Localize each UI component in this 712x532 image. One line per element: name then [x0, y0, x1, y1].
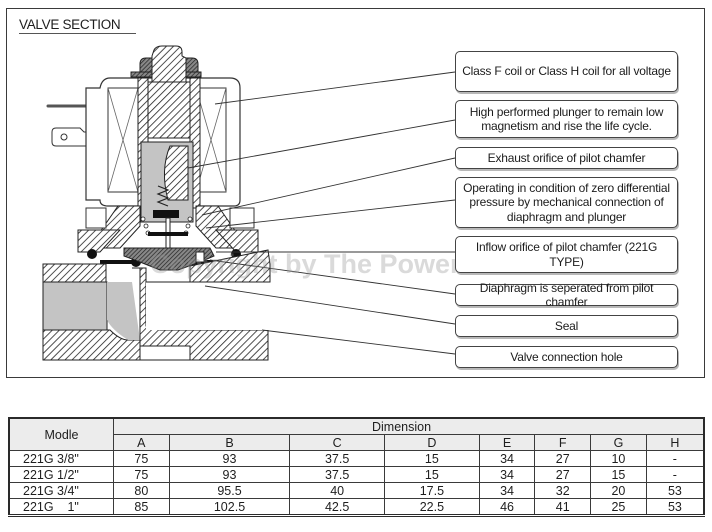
cell-a: 80 — [113, 482, 170, 499]
callout-diaphragm: Diaphragm is seperated from pilot chamfe… — [455, 281, 678, 309]
valve-cross-section-diagram — [42, 45, 456, 361]
cell-c: 37.5 — [289, 466, 386, 483]
plunger — [140, 141, 194, 223]
callout-zero-differential: Operating in condition of zero different… — [455, 177, 678, 228]
cell-model: 221G 1/2" — [8, 466, 114, 483]
cell-h: 53 — [645, 498, 705, 517]
cell-e: 34 — [478, 466, 536, 483]
cell-g: 10 — [590, 450, 647, 467]
column-header-a: A — [113, 434, 170, 451]
cell-b: 93 — [168, 450, 291, 467]
section-title: VALVE SECTION — [19, 17, 136, 34]
cell-b: 102.5 — [168, 498, 291, 517]
column-header-d: D — [384, 434, 480, 451]
terminal-connector — [46, 104, 88, 147]
callout-connection-hole: Valve connection hole — [455, 346, 678, 368]
callout-exhaust-orifice: Exhaust orifice of pilot chamfer — [455, 147, 678, 169]
cell-h: - — [645, 450, 705, 467]
header-dimension: Dimension — [113, 417, 705, 435]
cell-b: 93 — [168, 466, 291, 483]
cell-f: 41 — [534, 498, 592, 517]
cell-g: 25 — [590, 498, 647, 517]
column-header-c: C — [289, 434, 386, 451]
cell-a: 75 — [113, 450, 170, 467]
cell-e: 46 — [478, 498, 536, 517]
cell-d: 15 — [384, 450, 480, 467]
cell-model: 221G 3/8" — [8, 450, 114, 467]
valve-body — [42, 249, 271, 361]
valve-section-frame — [6, 8, 705, 378]
header-model: Modle — [8, 417, 114, 451]
cell-a: 75 — [113, 466, 170, 483]
callout-coil: Class F coil or Class H coil for all vol… — [455, 51, 678, 92]
cell-model: 221G 3/4" — [8, 482, 114, 499]
cell-c: 40 — [289, 482, 386, 499]
column-header-f: F — [534, 434, 592, 451]
callout-seal: Seal — [455, 315, 678, 337]
callout-inflow-orifice: Inflow orifice of pilot chamfer (221G TY… — [455, 236, 678, 273]
bonnet — [77, 205, 259, 271]
cell-c: 42.5 — [289, 498, 386, 517]
cell-d: 22.5 — [384, 498, 480, 517]
cell-d: 15 — [384, 466, 480, 483]
cell-h: 53 — [645, 482, 705, 499]
column-header-g: G — [590, 434, 647, 451]
cell-e: 34 — [478, 450, 536, 467]
cell-b: 95.5 — [168, 482, 291, 499]
callout-plunger: High performed plunger to remain low mag… — [455, 100, 678, 138]
column-header-e: E — [478, 434, 536, 451]
cell-f: 27 — [534, 450, 592, 467]
cell-c: 37.5 — [289, 450, 386, 467]
cell-f: 32 — [534, 482, 592, 499]
cell-h: - — [645, 466, 705, 483]
column-header-b: B — [168, 434, 291, 451]
leader-lines — [187, 71, 456, 355]
cell-d: 17.5 — [384, 482, 480, 499]
cell-model: 221G 1" — [8, 498, 114, 517]
cell-g: 20 — [590, 482, 647, 499]
cell-a: 85 — [113, 498, 170, 517]
cell-f: 27 — [534, 466, 592, 483]
column-header-h: H — [645, 434, 705, 451]
cell-e: 34 — [478, 482, 536, 499]
cell-g: 15 — [590, 466, 647, 483]
